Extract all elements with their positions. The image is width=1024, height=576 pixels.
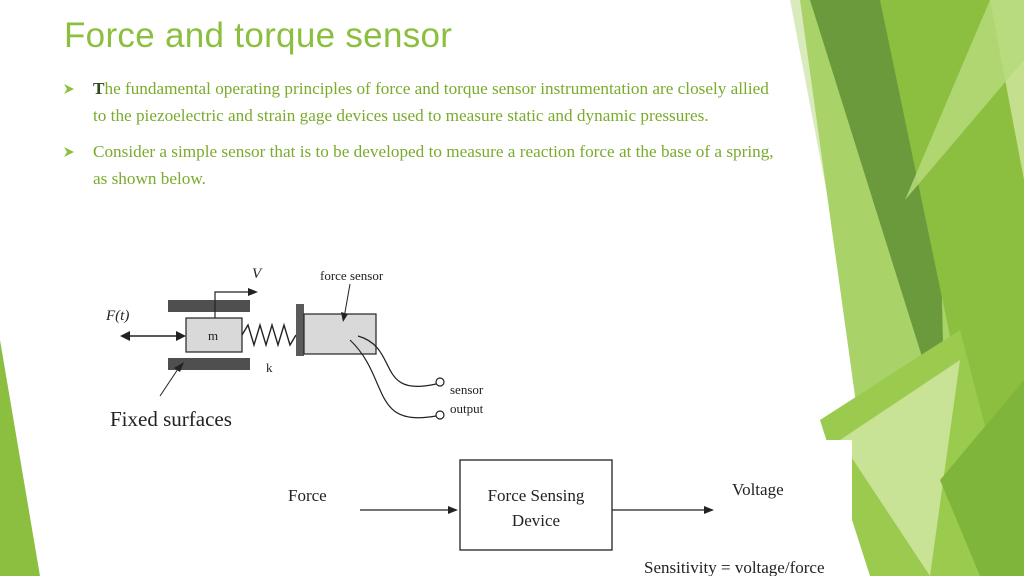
output-wire-1 [357,335,437,387]
force-label: F(t) [105,308,129,324]
fixed-label: Fixed surfaces [110,407,232,431]
flow-input-label: Force [288,486,327,505]
box-label-line2: Device [512,511,560,530]
bullet-item-1: The fundamental operating principles of … [64,76,774,129]
velocity-arrow [214,291,250,318]
fixed-pointer-head [174,362,184,372]
fixed-pointer [159,365,181,397]
spring-label: k [266,360,273,375]
flow-output-label: Voltage [732,480,784,499]
sensor-plate [296,304,304,356]
bullet-lead-letter: T [93,79,105,98]
arrowhead-bullet-icon [64,147,74,157]
arrowhead-bullet-icon [64,84,74,94]
output-terminal-2 [435,410,445,420]
bullet-list: The fundamental operating principles of … [64,76,774,202]
sensor-label: force sensor [320,268,384,283]
force-sensor-diagram: m F(t) V k force sensor sensor output Fi… [105,266,484,431]
left-accent-shape [0,340,40,576]
flow-input-arrow-head [448,506,458,514]
output-terminal-1 [435,377,445,387]
mass-block [185,317,243,353]
box-label-line1: Force Sensing [488,486,585,505]
fixed-surface-bottom [168,358,250,370]
output-label-line2: output [450,401,484,416]
velocity-label: V [252,266,263,282]
output-label-line1: sensor [450,382,484,397]
force-arrow-head-left [120,331,130,341]
output-wire-2 [349,339,437,419]
force-voltage-flow-diagram: Force Force Sensing Device Voltage Sensi… [288,459,825,576]
sensor-pointer-head [341,312,348,322]
sensor-pointer [343,283,351,319]
sensitivity-formula: Sensitivity = voltage/force [644,558,825,576]
force-sensing-device-box [459,459,613,551]
bullet-text: he fundamental operating principles of f… [93,79,769,125]
force-arrow-head-right [176,331,186,341]
bullet-text: Consider a simple sensor that is to be d… [93,142,774,188]
spring [241,322,297,348]
flow-output-arrow-head [704,506,714,514]
sensor-body [303,313,377,355]
mass-label: m [208,328,218,343]
velocity-arrow-head [248,288,258,296]
fixed-surface-top [168,300,250,312]
bullet-item-2: Consider a simple sensor that is to be d… [64,139,774,192]
slide-title: Force and torque sensor [64,16,453,55]
